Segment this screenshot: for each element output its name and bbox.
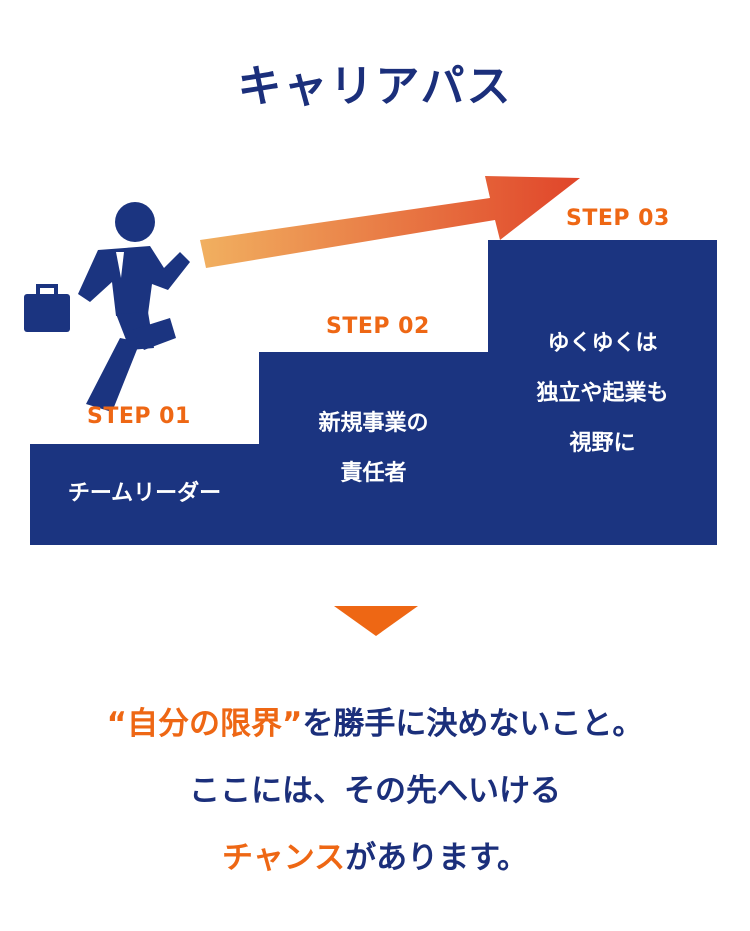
step-03-text-line1: ゆくゆくは [547, 331, 658, 356]
message-line-3-rest: があります。 [345, 840, 528, 876]
step-03-text-line3: 視野に [569, 431, 636, 456]
businessman-running-icon [24, 202, 190, 412]
step-01-text: チームリーダー [67, 481, 222, 506]
message-highlight-2: チャンス [222, 840, 346, 876]
step-02-label: STEP 02 [326, 314, 430, 339]
message-line-1-rest: を勝手に決めないこと。 [302, 706, 644, 742]
step-01-label: STEP 01 [87, 404, 191, 429]
step-03-text-line2: 独立や起業も [536, 381, 669, 406]
step-03-block: ゆくゆくは 独立や起業も 視野に [488, 240, 717, 545]
message-highlight-1: “自分の限界” [106, 706, 303, 742]
step-02-text-line1: 新規事業の [318, 411, 429, 436]
step-01-block: チームリーダー [30, 444, 259, 545]
message-line-2: ここには、その先へいける [189, 773, 561, 809]
message-line-3: チャンスがあります。 [0, 832, 750, 877]
briefcase-icon [24, 284, 70, 332]
step-02-text-line2: 責任者 [340, 461, 407, 486]
page-title: キャリアパス [237, 61, 513, 112]
down-triangle-icon [334, 606, 418, 636]
message-line-1: “自分の限界”を勝手に決めないこと。 [0, 698, 750, 743]
step-03-label: STEP 03 [566, 206, 670, 231]
growth-arrow-icon [200, 176, 580, 268]
step-02-block: 新規事業の 責任者 [259, 352, 488, 545]
